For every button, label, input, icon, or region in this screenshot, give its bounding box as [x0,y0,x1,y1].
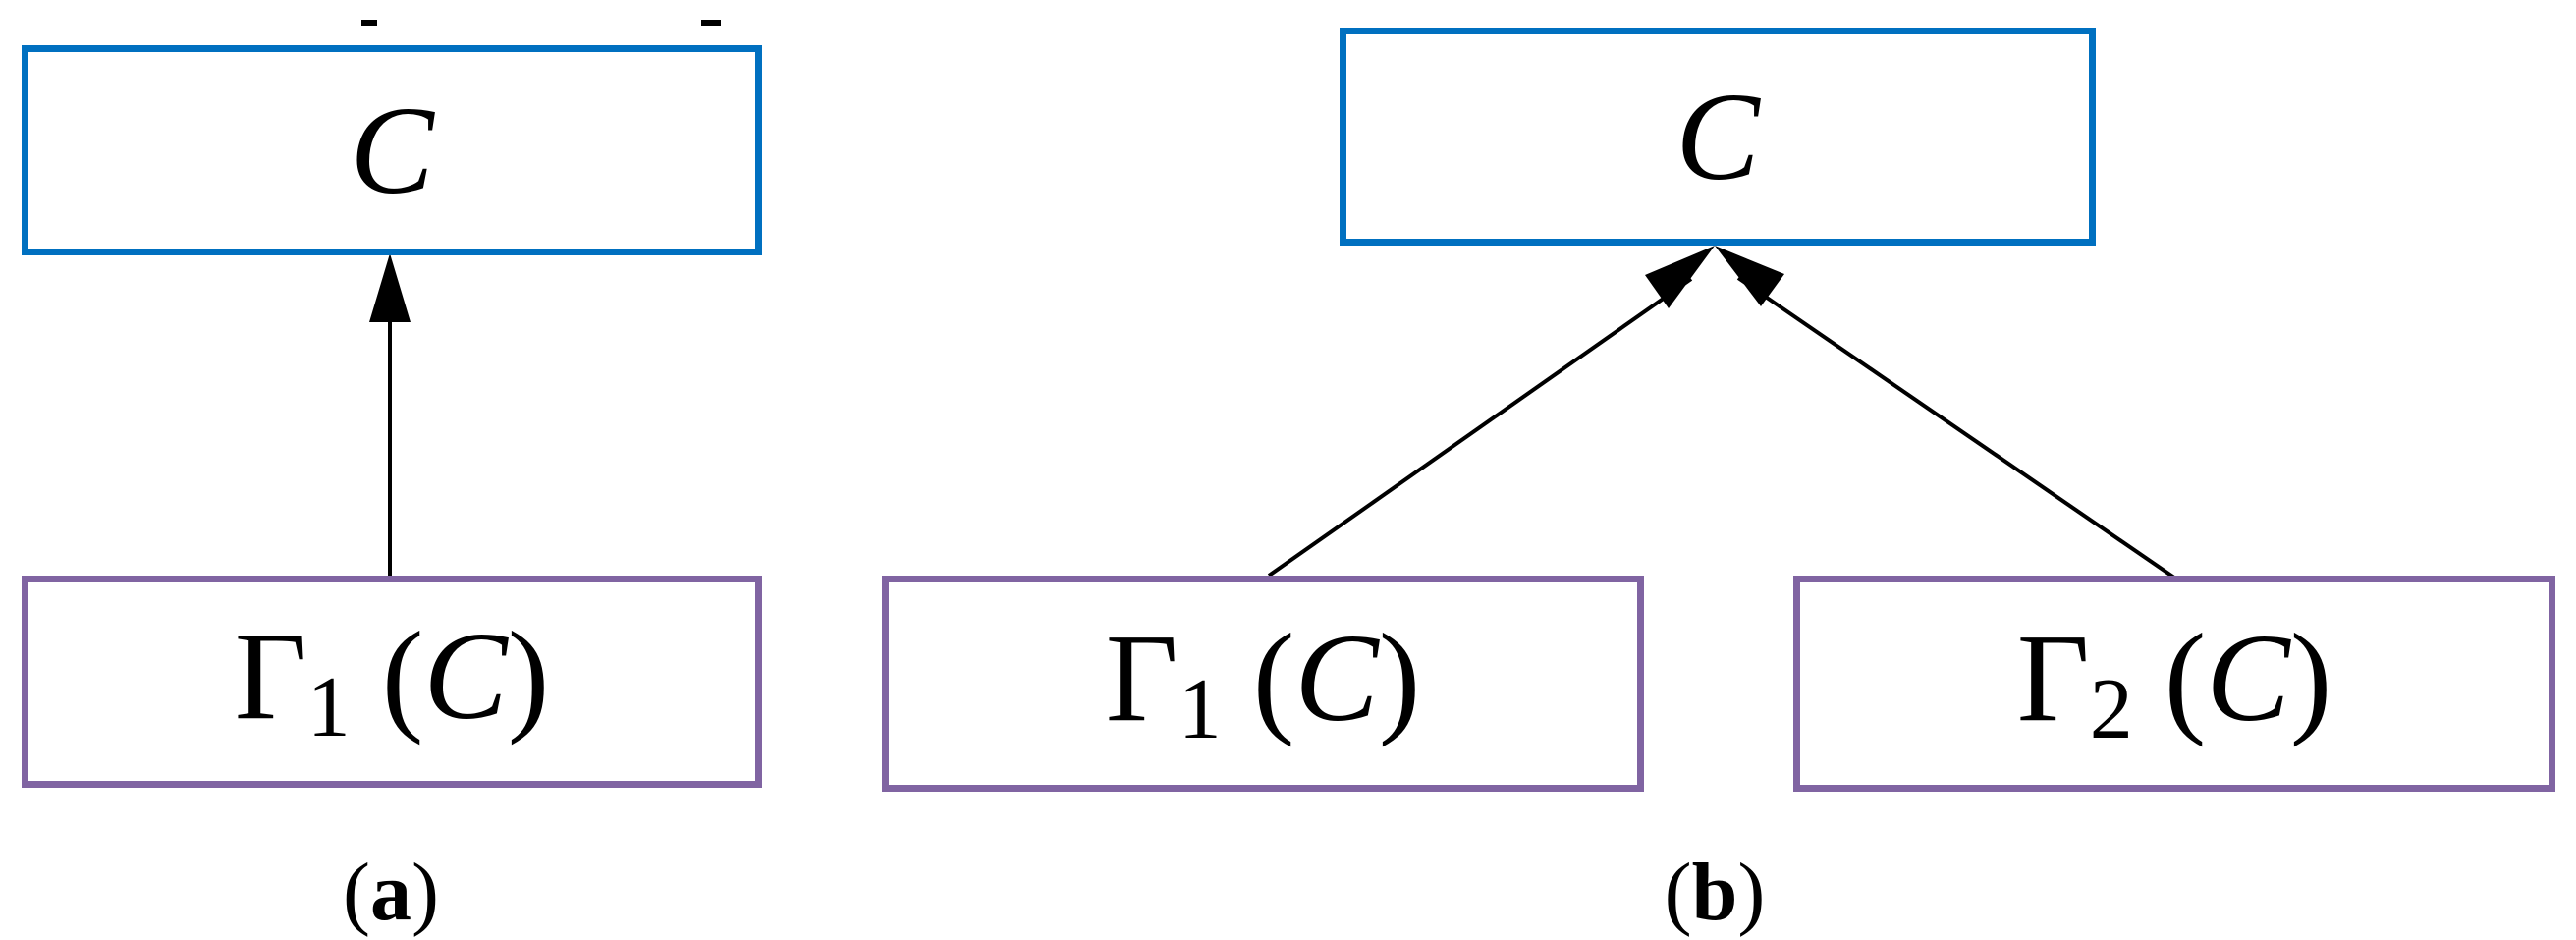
gamma-arg: C [2206,607,2290,747]
crop-mark-right [701,20,721,26]
panel-b-node-gamma1-label: Γ1 (C) [1106,615,1421,753]
panel-b-caption: (b) [1567,845,1862,940]
panel-a-node-c: C [22,45,762,255]
gamma-symbol: Γ [234,605,307,746]
panel-a-node-gamma1-label: Γ1 (C) [235,613,550,751]
paren-close: ) [507,605,550,746]
gamma-subscript: 2 [2089,661,2133,757]
crop-mark-left [361,20,377,26]
gamma-subscript: 1 [306,659,351,755]
paren-open: ( [1221,607,1295,747]
panel-b-node-gamma2-label: Γ2 (C) [2017,615,2332,753]
arrowhead-b-right [1715,246,1784,306]
caption-open: ( [343,847,370,938]
panel-b-node-gamma2: Γ2 (C) [1793,576,2555,792]
gamma-subscript: 1 [1178,661,1222,757]
caption-close: ) [411,847,439,938]
panel-a-node-gamma1: Γ1 (C) [22,576,762,788]
caption-letter: b [1691,847,1738,938]
caption-letter: a [370,847,411,938]
arrow-b-left [1267,277,1693,578]
gamma-symbol: Γ [2016,607,2090,747]
arrowhead-a [369,253,411,322]
panel-a-caption: (a) [244,845,538,940]
panel-b-node-c: C [1340,28,2096,246]
panel-b-node-c-label: C [1675,67,1760,206]
caption-close: ) [1737,847,1766,938]
paren-open: ( [2132,607,2207,747]
gamma-symbol: Γ [1105,607,1178,747]
paren-close: ) [2289,607,2332,747]
arrowhead-b-left [1645,246,1715,308]
gamma-arg: C [423,605,508,746]
panel-a-node-c-label: C [350,81,434,220]
paren-close: ) [1378,607,1421,747]
caption-open: ( [1664,847,1692,938]
panel-b-node-gamma1: Γ1 (C) [882,576,1644,792]
arrow-b-right [1736,276,2176,580]
gamma-arg: C [1294,607,1379,747]
paren-open: ( [350,605,424,746]
